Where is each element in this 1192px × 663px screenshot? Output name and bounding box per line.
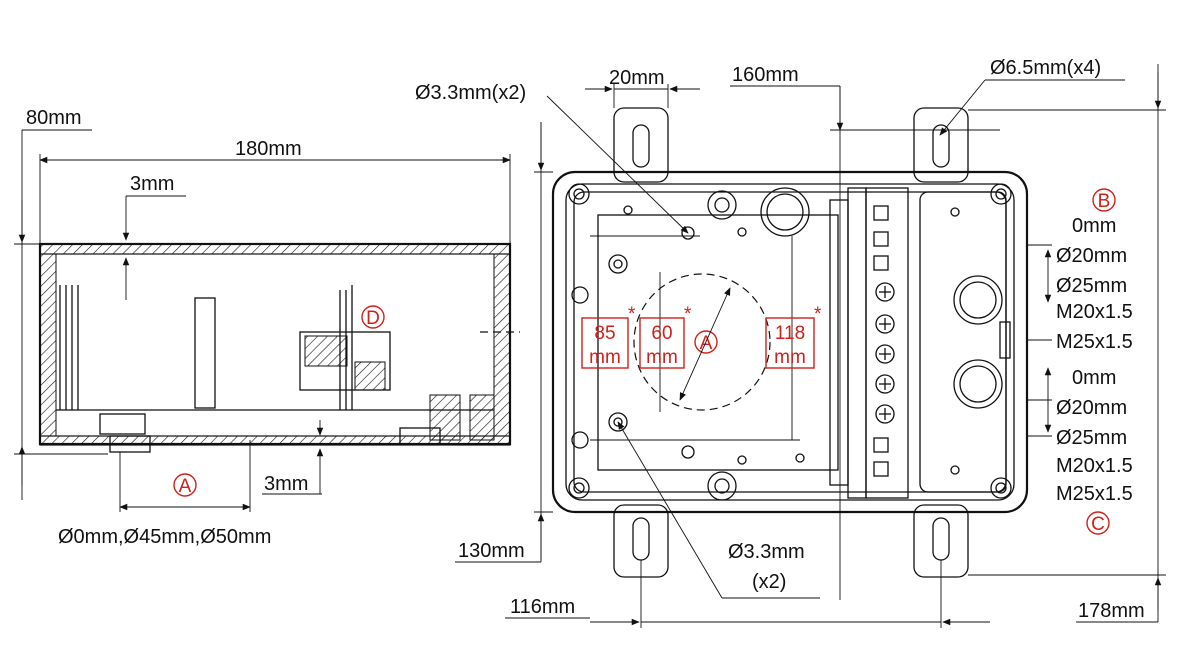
side-view-height-label: 80mm (26, 107, 82, 129)
side-view-pillar (194, 297, 216, 409)
svg-text:85: 85 (594, 323, 615, 344)
marker-b (1092, 188, 1116, 212)
side-view-marker-a (173, 473, 197, 497)
mount-hole-icon (632, 124, 650, 168)
svg-text:D: D (366, 308, 380, 329)
corner-screw-icon (990, 477, 1012, 499)
side-view-marker-d (361, 305, 385, 329)
side-view-foot (109, 435, 151, 453)
knockout-c-group: 0mm Ø20mm Ø25mm M20x1.5 M25x1.5 C (1056, 367, 1133, 535)
marker-c (1086, 511, 1110, 535)
svg-text:C: C (1091, 514, 1105, 535)
side-view-hole-diameters-label: Ø0mm,Ø45mm,Ø50mm (58, 526, 271, 548)
mount-hole-icon (632, 517, 650, 561)
mount-hole-label: Ø6.5mm(x4) (990, 57, 1101, 79)
svg-text:A: A (179, 476, 192, 497)
knockout-b-size: Ø20mm (1056, 245, 1127, 267)
svg-text:mm: mm (589, 347, 621, 368)
knockout-b-size: M20x1.5 (1056, 301, 1133, 323)
mount-ear-top-left (613, 107, 669, 183)
knockout-circle-a (633, 273, 771, 411)
knockout-c-size: M20x1.5 (1056, 455, 1133, 477)
enclosure-width-label: 116mm (510, 596, 575, 618)
total-height-label: 178mm (1078, 600, 1145, 622)
side-view-wall-top-label: 3mm (130, 173, 174, 195)
corner-screw-icon (568, 183, 590, 205)
corner-screw-icon (568, 477, 590, 499)
terminal-screw-icon (875, 282, 895, 302)
side-view-right-wall (493, 253, 511, 437)
mount-hole-icon (932, 124, 950, 168)
cable-gland-icon (760, 187, 810, 237)
svg-text:118: 118 (775, 323, 805, 344)
side-view-length-label: 180mm (235, 138, 302, 160)
terminal-screw-icon (875, 314, 895, 334)
knockout-c-size: M25x1.5 (1056, 483, 1133, 505)
svg-text:mm: mm (774, 347, 806, 368)
front-view: 85 mm * 60 mm * 118 mm * A Ø3.3mm(x2) 20… (415, 57, 1166, 628)
terminal-screw-icon (875, 344, 895, 364)
ear-width-label: 20mm (609, 67, 665, 89)
side-view-terminal (299, 331, 391, 391)
hole-small-top-label: Ø3.3mm(x2) (415, 82, 526, 104)
knockout-c-size: Ø20mm (1056, 397, 1127, 419)
knockout-b-size: 0mm (1072, 215, 1116, 237)
knockout-b-group: B 0mm Ø20mm Ø25mm M20x1.5 M25x1.5 (1056, 188, 1133, 353)
hole-small-bottom-count: (x2) (752, 571, 786, 593)
knockout-c-size: Ø25mm (1056, 427, 1127, 449)
dim-box-118 (765, 317, 815, 369)
svg-text:B: B (1098, 191, 1111, 212)
mount-ear-top-right (913, 107, 969, 183)
side-view-base (39, 435, 511, 446)
knockout-c-icon (953, 359, 1003, 409)
knockout-b-size: M25x1.5 (1056, 331, 1133, 353)
mount-hole-icon (932, 517, 950, 561)
knockout-b-icon (953, 275, 1003, 325)
asterisk: * (628, 304, 636, 325)
side-view-lid (39, 243, 511, 255)
small-hole-icon (681, 445, 695, 459)
enclosure-outline (551, 170, 1029, 514)
ear-spacing-label: 160mm (732, 64, 799, 86)
hole-small-bottom-label: Ø3.3mm (728, 541, 805, 563)
asterisk: * (814, 304, 822, 325)
side-view: 80mm 180mm 3mm 3mm Ø0mm,Ø45mm,Ø50mm A D (14, 107, 520, 548)
knockout-b-size: Ø25mm (1056, 275, 1127, 297)
terminal-screw-icon (875, 404, 895, 424)
terminal-screw-icon (875, 374, 895, 394)
side-view-left-wall (39, 253, 57, 437)
svg-text:60: 60 (651, 323, 672, 344)
terminal-screws (873, 205, 895, 477)
dim-box-85 (581, 317, 629, 369)
corner-screw-icon (990, 183, 1012, 205)
side-view-wall-bottom-label: 3mm (264, 473, 308, 495)
asterisk: * (684, 304, 692, 325)
svg-text:mm: mm (646, 347, 678, 368)
enclosure-height-label: 130mm (458, 540, 525, 562)
knockout-c-size: 0mm (1072, 367, 1116, 389)
